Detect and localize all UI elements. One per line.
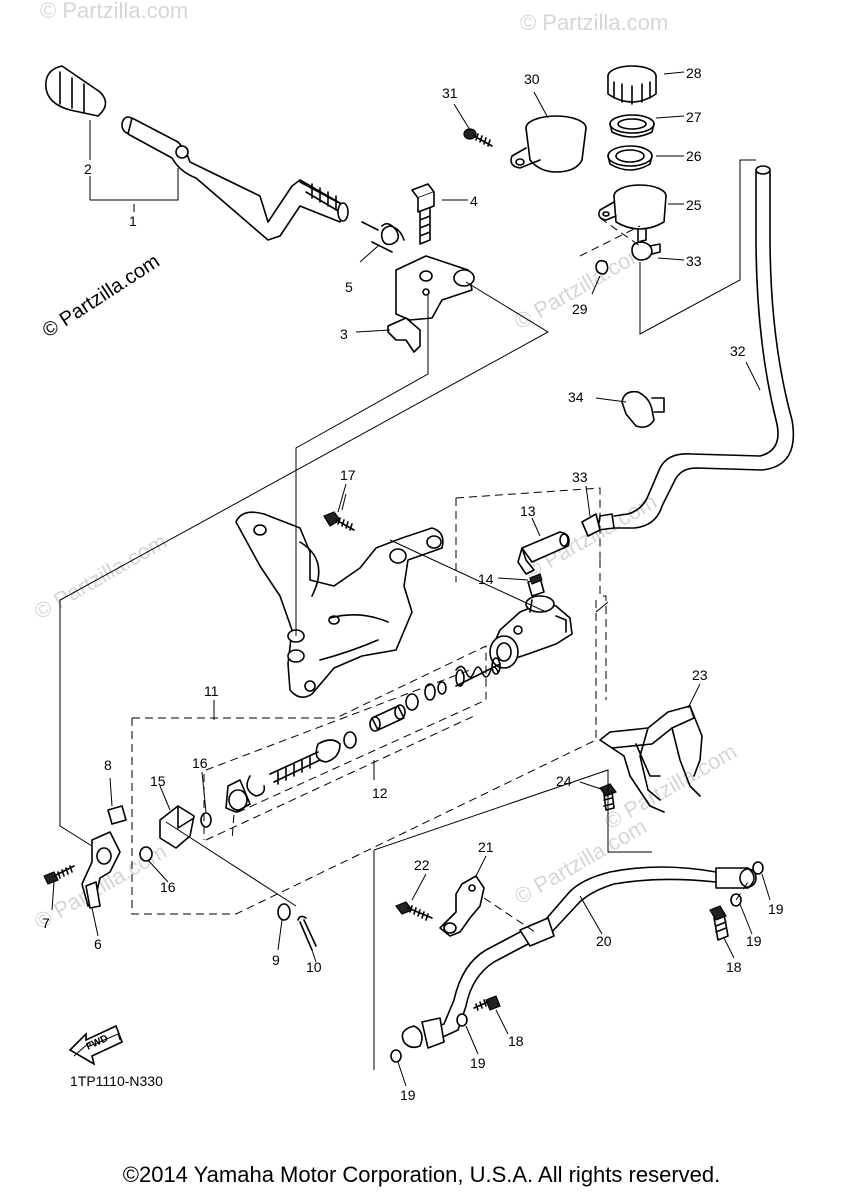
fwd-arrow-icon: FWD: [68, 1024, 124, 1066]
diaphragm-plate: [609, 114, 655, 138]
callout-16-lower: 16: [160, 879, 176, 895]
reservoir-hose: [597, 165, 795, 531]
watermark-faint-3: © Partzilla.com: [510, 239, 651, 335]
master-cylinder-body: [489, 595, 573, 669]
reservoir-tank: [598, 184, 667, 243]
reference-lines: [59, 159, 756, 1070]
callout-10: 10: [306, 959, 322, 975]
reservoir-cover: [510, 115, 587, 173]
washer-29: [595, 259, 609, 275]
callout-19-a: 19: [768, 901, 784, 917]
hose-fitting-13: [517, 531, 570, 575]
callout-33-lower: 33: [572, 469, 588, 485]
hose-clamp-upper: [631, 241, 661, 261]
callout-9: 9: [272, 952, 280, 968]
callout-27: 27: [686, 109, 702, 125]
shift-pedal-arm: [127, 117, 346, 241]
bolt-4: [411, 183, 435, 245]
callout-25: 25: [686, 197, 702, 213]
callout-23: 23: [692, 667, 708, 683]
clevis-15: [159, 805, 195, 849]
callout-19-d: 19: [400, 1087, 416, 1103]
callout-31: 31: [442, 85, 458, 101]
callout-15: 15: [150, 773, 166, 789]
callout-34: 34: [568, 389, 584, 405]
callout-8: 8: [104, 757, 112, 773]
master-cylinder-bracket: [235, 511, 444, 698]
callout-21: 21: [478, 839, 494, 855]
copyright-notice: ©2014 Yamaha Motor Corporation, U.S.A. A…: [122, 1162, 721, 1187]
washer-16-upper: [200, 812, 212, 828]
watermark-faint-4: © Partzilla.com: [30, 529, 171, 625]
bolt-7: [43, 865, 75, 885]
return-spring: [361, 221, 405, 253]
pedal-rubber-grip: [45, 65, 107, 117]
washer-19-c: [456, 1013, 468, 1027]
shift-pedal-assembly: [45, 65, 349, 241]
callout-14: 14: [478, 571, 494, 587]
union-bolt-18-lower: [473, 995, 501, 1011]
washer-16-lower: [139, 846, 153, 862]
hose-guide-21: [439, 875, 485, 937]
callout-19-b: 19: [746, 933, 762, 949]
shift-arm: [387, 255, 475, 353]
bolt-17: [323, 511, 355, 531]
callout-1: 1: [129, 213, 137, 229]
cotter-pin-10: [297, 915, 317, 951]
callout-4: 4: [470, 193, 478, 209]
callout-6: 6: [94, 936, 102, 952]
callout-5: 5: [345, 279, 353, 295]
bolt-22: [395, 901, 433, 921]
callout-29: 29: [572, 301, 588, 317]
callout-33-upper: 33: [686, 253, 702, 269]
brake-hose-20: [401, 866, 757, 1049]
leader-lines: [51, 71, 771, 1087]
callout-24: 24: [556, 773, 572, 789]
hose-clamp-34: [621, 390, 665, 428]
callout-18-lower: 18: [508, 1033, 524, 1049]
callout-11: 11: [204, 683, 219, 699]
union-bolt-18-right: [709, 905, 729, 941]
callout-7: 7: [42, 915, 50, 931]
watermark-faint-2: © Partzilla.com: [520, 10, 668, 35]
diaphragm: [607, 145, 653, 171]
pin-8: [107, 805, 127, 825]
callout-22: 22: [414, 857, 430, 873]
hose-bracket-23: [599, 705, 703, 813]
callout-30: 30: [524, 71, 540, 87]
callout-28: 28: [686, 65, 702, 81]
bolt-31: [463, 128, 493, 147]
master-cylinder-kit: [225, 657, 501, 813]
callout-3: 3: [340, 326, 348, 342]
callout-18-right: 18: [726, 959, 742, 975]
callout-16-upper: 16: [192, 755, 208, 771]
callout-32: 32: [730, 343, 746, 359]
callout-19-c: 19: [470, 1055, 486, 1071]
reservoir-cap: [607, 65, 657, 105]
watermark-faint-5: © Partzilla.com: [520, 489, 661, 585]
lever-6: [81, 831, 121, 909]
callout-20: 20: [596, 933, 612, 949]
callout-2: 2: [84, 161, 92, 177]
callout-26: 26: [686, 148, 702, 164]
watermark-faint-1: © Partzilla.com: [40, 0, 188, 23]
callout-labels: 1 2 3 4 5 6 7 8 9 10 11 12 13 14 15 16 1…: [42, 65, 784, 1103]
callout-17: 17: [340, 467, 356, 483]
washer-19-d: [390, 1049, 402, 1063]
watermark-faint-8: © Partzilla.com: [600, 739, 741, 835]
diagram-code: 1TP1110-N330: [70, 1073, 163, 1089]
callout-12: 12: [372, 785, 388, 801]
watermark-faint-7: © Partzilla.com: [510, 814, 651, 910]
washer-9: [277, 903, 291, 921]
washer-19-a: [752, 861, 764, 875]
watermark-primary: © Partzilla.com: [39, 250, 164, 342]
callout-13: 13: [520, 503, 536, 519]
fitting-14: [527, 573, 545, 597]
